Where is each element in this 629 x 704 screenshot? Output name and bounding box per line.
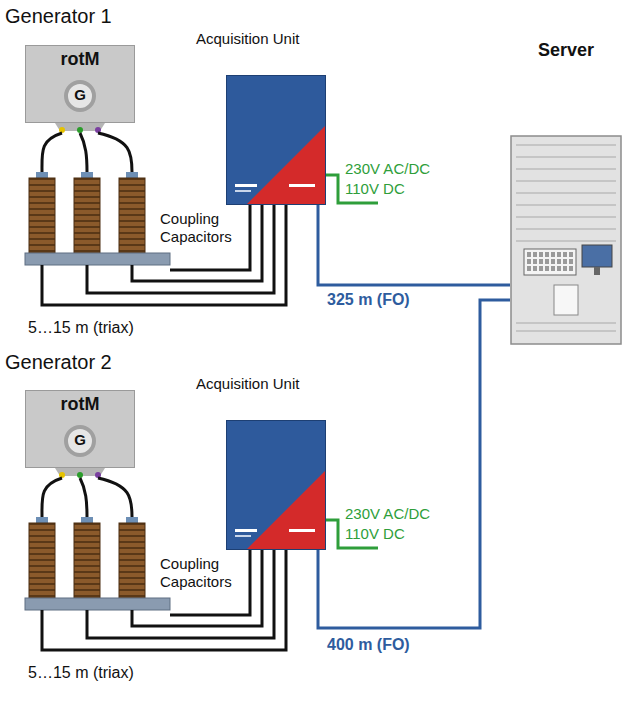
- generator-box: rotM G: [25, 45, 135, 123]
- supply-voltage: 230V AC/DC: [345, 505, 430, 523]
- generator-circle: G: [64, 80, 96, 112]
- cable-length: 5…15 m (triax): [28, 318, 134, 337]
- keyboard-key: [527, 266, 531, 271]
- rack-slot: [516, 181, 616, 182]
- rack-slot: [516, 331, 616, 332]
- keyboard-key: [551, 266, 555, 271]
- generator-title: Generator 1: [5, 4, 112, 28]
- rack-slot: [516, 157, 616, 158]
- keyboard-key: [557, 259, 561, 264]
- rack-slot: [516, 217, 616, 218]
- cable-length: 5…15 m (triax): [28, 663, 134, 682]
- rack-slot: [516, 229, 616, 230]
- rack-slot: [516, 193, 616, 194]
- rack-frame: [511, 136, 621, 344]
- acquisition-unit-housing: [226, 75, 326, 205]
- link-length: 325 m (FO): [325, 291, 412, 309]
- supply-voltage: 110V DC: [345, 525, 405, 543]
- logo-mark: [235, 184, 257, 187]
- keyboard-key: [545, 266, 549, 271]
- acquisition-unit: Acquisition Unit: [196, 375, 330, 550]
- monitor-stand: [594, 267, 600, 275]
- keyboard-key: [563, 252, 567, 257]
- keyboard-key: [527, 252, 531, 257]
- keyboard-key: [563, 259, 567, 264]
- keyboard-key: [563, 266, 567, 271]
- supply-voltage: 230V AC/DC: [345, 160, 430, 178]
- generator-box-title: rotM: [26, 49, 134, 71]
- part-label: Coupling Capacitors: [160, 555, 240, 591]
- model-mark: [289, 184, 315, 187]
- generator-box-title: rotM: [26, 394, 134, 416]
- server-rack: Server: [510, 40, 622, 345]
- keyboard-key: [539, 252, 543, 257]
- keyboard-key: [569, 252, 573, 257]
- server-rack-title: Server: [510, 40, 622, 62]
- keyboard-key: [551, 252, 555, 257]
- supply-voltage: 110V DC: [345, 180, 405, 198]
- keyboard-key: [545, 259, 549, 264]
- acquisition-unit-title: Acquisition Unit: [196, 375, 330, 393]
- keyboard-key: [569, 259, 573, 264]
- acquisition-unit-housing: [226, 420, 326, 550]
- generator-box: rotM G: [25, 390, 135, 468]
- fiber-optic-link: [318, 300, 510, 628]
- red-corner: [247, 471, 325, 549]
- drive-bay: [554, 285, 578, 315]
- keyboard-key: [533, 266, 537, 271]
- keyboard-key: [533, 252, 537, 257]
- generator-title: Generator 2: [5, 350, 112, 374]
- link-length: 400 m (FO): [325, 636, 412, 654]
- keyboard-key: [557, 252, 561, 257]
- part-label: Coupling Capacitors: [160, 210, 240, 246]
- rack-slot: [516, 323, 616, 324]
- keyboard: [524, 249, 576, 275]
- rack-slot: [516, 205, 616, 206]
- logo-mark: [235, 529, 257, 532]
- keyboard-key: [527, 259, 531, 264]
- generator-symbol: G: [68, 431, 92, 449]
- keyboard-key: [539, 266, 543, 271]
- rack-slot: [516, 241, 616, 242]
- keyboard-key: [539, 259, 543, 264]
- rack-slot: [516, 145, 616, 146]
- housing-graphic: [227, 76, 325, 204]
- acquisition-unit: Acquisition Unit: [196, 30, 330, 205]
- logo-mark: [235, 535, 251, 537]
- model-mark: [289, 529, 315, 532]
- keyboard-key: [545, 252, 549, 257]
- keyboard-key: [569, 266, 573, 271]
- fiber-optic-link: [318, 205, 510, 285]
- keyboard-key: [551, 259, 555, 264]
- red-corner: [247, 126, 325, 204]
- monitor: [582, 245, 612, 267]
- keyboard-key: [557, 266, 561, 271]
- server-graphic: [510, 135, 622, 345]
- acquisition-unit-title: Acquisition Unit: [196, 30, 330, 48]
- logo-mark: [235, 190, 251, 192]
- generator-circle: G: [64, 425, 96, 457]
- housing-graphic: [227, 421, 325, 549]
- generator-symbol: G: [68, 86, 92, 104]
- rack-slot: [516, 169, 616, 170]
- keyboard-key: [533, 259, 537, 264]
